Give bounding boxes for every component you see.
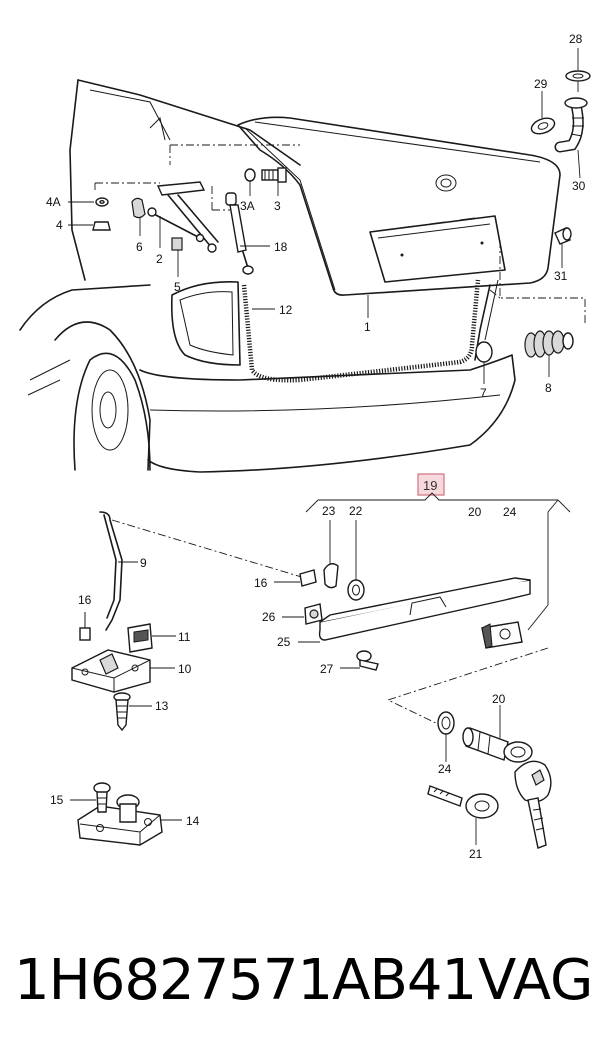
callout-23: 23 — [322, 504, 336, 518]
callout-labels: 1 2 3 3A 4 4A 5 6 7 8 9 10 11 12 13 14 1… — [46, 32, 586, 861]
brand-label: VAG — [478, 948, 594, 1013]
part-7-cap — [475, 341, 493, 363]
part-5-clip — [171, 237, 183, 251]
part-6-bracket — [131, 197, 146, 219]
part-10-striker — [71, 649, 175, 693]
part-24-button-upper — [481, 621, 523, 649]
callout-3a: 3A — [240, 199, 255, 213]
part-26-clip — [282, 603, 323, 625]
callout-10: 10 — [178, 662, 192, 676]
callout-21: 21 — [469, 847, 483, 861]
callout-20-upper: 20 — [468, 505, 482, 519]
callout-24-lower: 24 — [438, 762, 452, 776]
callout-30: 30 — [572, 179, 586, 193]
callout-20-lower: 20 — [492, 692, 506, 706]
callout-8: 8 — [545, 381, 552, 395]
callout-24-upper: 24 — [503, 505, 517, 519]
part-3a-washer — [244, 168, 256, 182]
callout-19: 19 — [423, 478, 437, 493]
part-23-clip — [323, 520, 339, 589]
callout-16-upper: 16 — [254, 576, 268, 590]
part-20-lock-cylinder — [462, 705, 533, 763]
callout-2: 2 — [156, 252, 163, 266]
callout-22: 22 — [349, 504, 363, 518]
callout-15: 15 — [50, 793, 64, 807]
callout-29: 29 — [534, 77, 548, 91]
callout-4a: 4A — [46, 195, 61, 209]
part-16-clip-upper — [274, 569, 317, 587]
part-22-grommet — [347, 520, 365, 601]
callout-1: 1 — [364, 320, 371, 334]
leader-dashed-8 — [489, 240, 586, 325]
callout-14: 14 — [186, 814, 200, 828]
callout-9: 9 — [140, 556, 147, 570]
callout-6: 6 — [136, 240, 143, 254]
callout-12: 12 — [279, 303, 293, 317]
callout-16-lower: 16 — [78, 593, 92, 607]
callout-27: 27 — [320, 662, 334, 676]
callout-3: 3 — [274, 199, 281, 213]
car-body-outline — [19, 79, 516, 473]
part-24-cap-lower — [437, 711, 455, 762]
callout-13: 13 — [155, 699, 169, 713]
leader-dashed-hinge — [94, 144, 300, 211]
callout-26: 26 — [262, 610, 276, 624]
part-15-screw — [70, 782, 111, 813]
leader-19-bracket — [305, 492, 571, 631]
part-29-seal — [530, 117, 556, 135]
callout-31: 31 — [554, 269, 568, 283]
part-27-screw — [340, 650, 379, 671]
part-30-hose — [554, 97, 588, 153]
part-9-rod — [99, 511, 306, 631]
leader-lines-top — [68, 48, 581, 384]
part-14-plate — [77, 794, 182, 846]
part-8-bellows — [524, 330, 574, 358]
part-number: 1H6827571AB41 — [14, 948, 477, 1013]
callout-11: 11 — [178, 630, 191, 644]
parts-diagram: 1 2 3 3A 4 4A 5 6 7 8 9 10 11 12 13 14 1… — [19, 32, 591, 861]
callout-7: 7 — [480, 386, 487, 400]
callout-25: 25 — [277, 635, 291, 649]
callout-28: 28 — [569, 32, 583, 46]
callout-4: 4 — [56, 218, 63, 232]
part-25-handle-trim — [298, 577, 531, 643]
part-3-bolt — [261, 167, 287, 183]
boot-lid — [237, 116, 561, 296]
callout-5: 5 — [174, 280, 181, 294]
part-28-grommet — [565, 70, 591, 82]
part-4-nut — [92, 221, 111, 231]
hinge-assembly — [147, 181, 219, 253]
callout-18: 18 — [274, 240, 288, 254]
part-11-clip — [127, 623, 176, 653]
boot-seal — [241, 279, 481, 383]
leader-dashed-lock — [386, 647, 549, 726]
part-31-plug — [554, 227, 572, 245]
part-18-gas-strut — [225, 192, 254, 275]
part-key-fob — [514, 760, 552, 849]
part-16-clip-lower — [79, 612, 91, 641]
part-21-key — [427, 785, 499, 845]
callout-19-highlight — [417, 473, 445, 496]
part-13-screw — [113, 692, 152, 732]
